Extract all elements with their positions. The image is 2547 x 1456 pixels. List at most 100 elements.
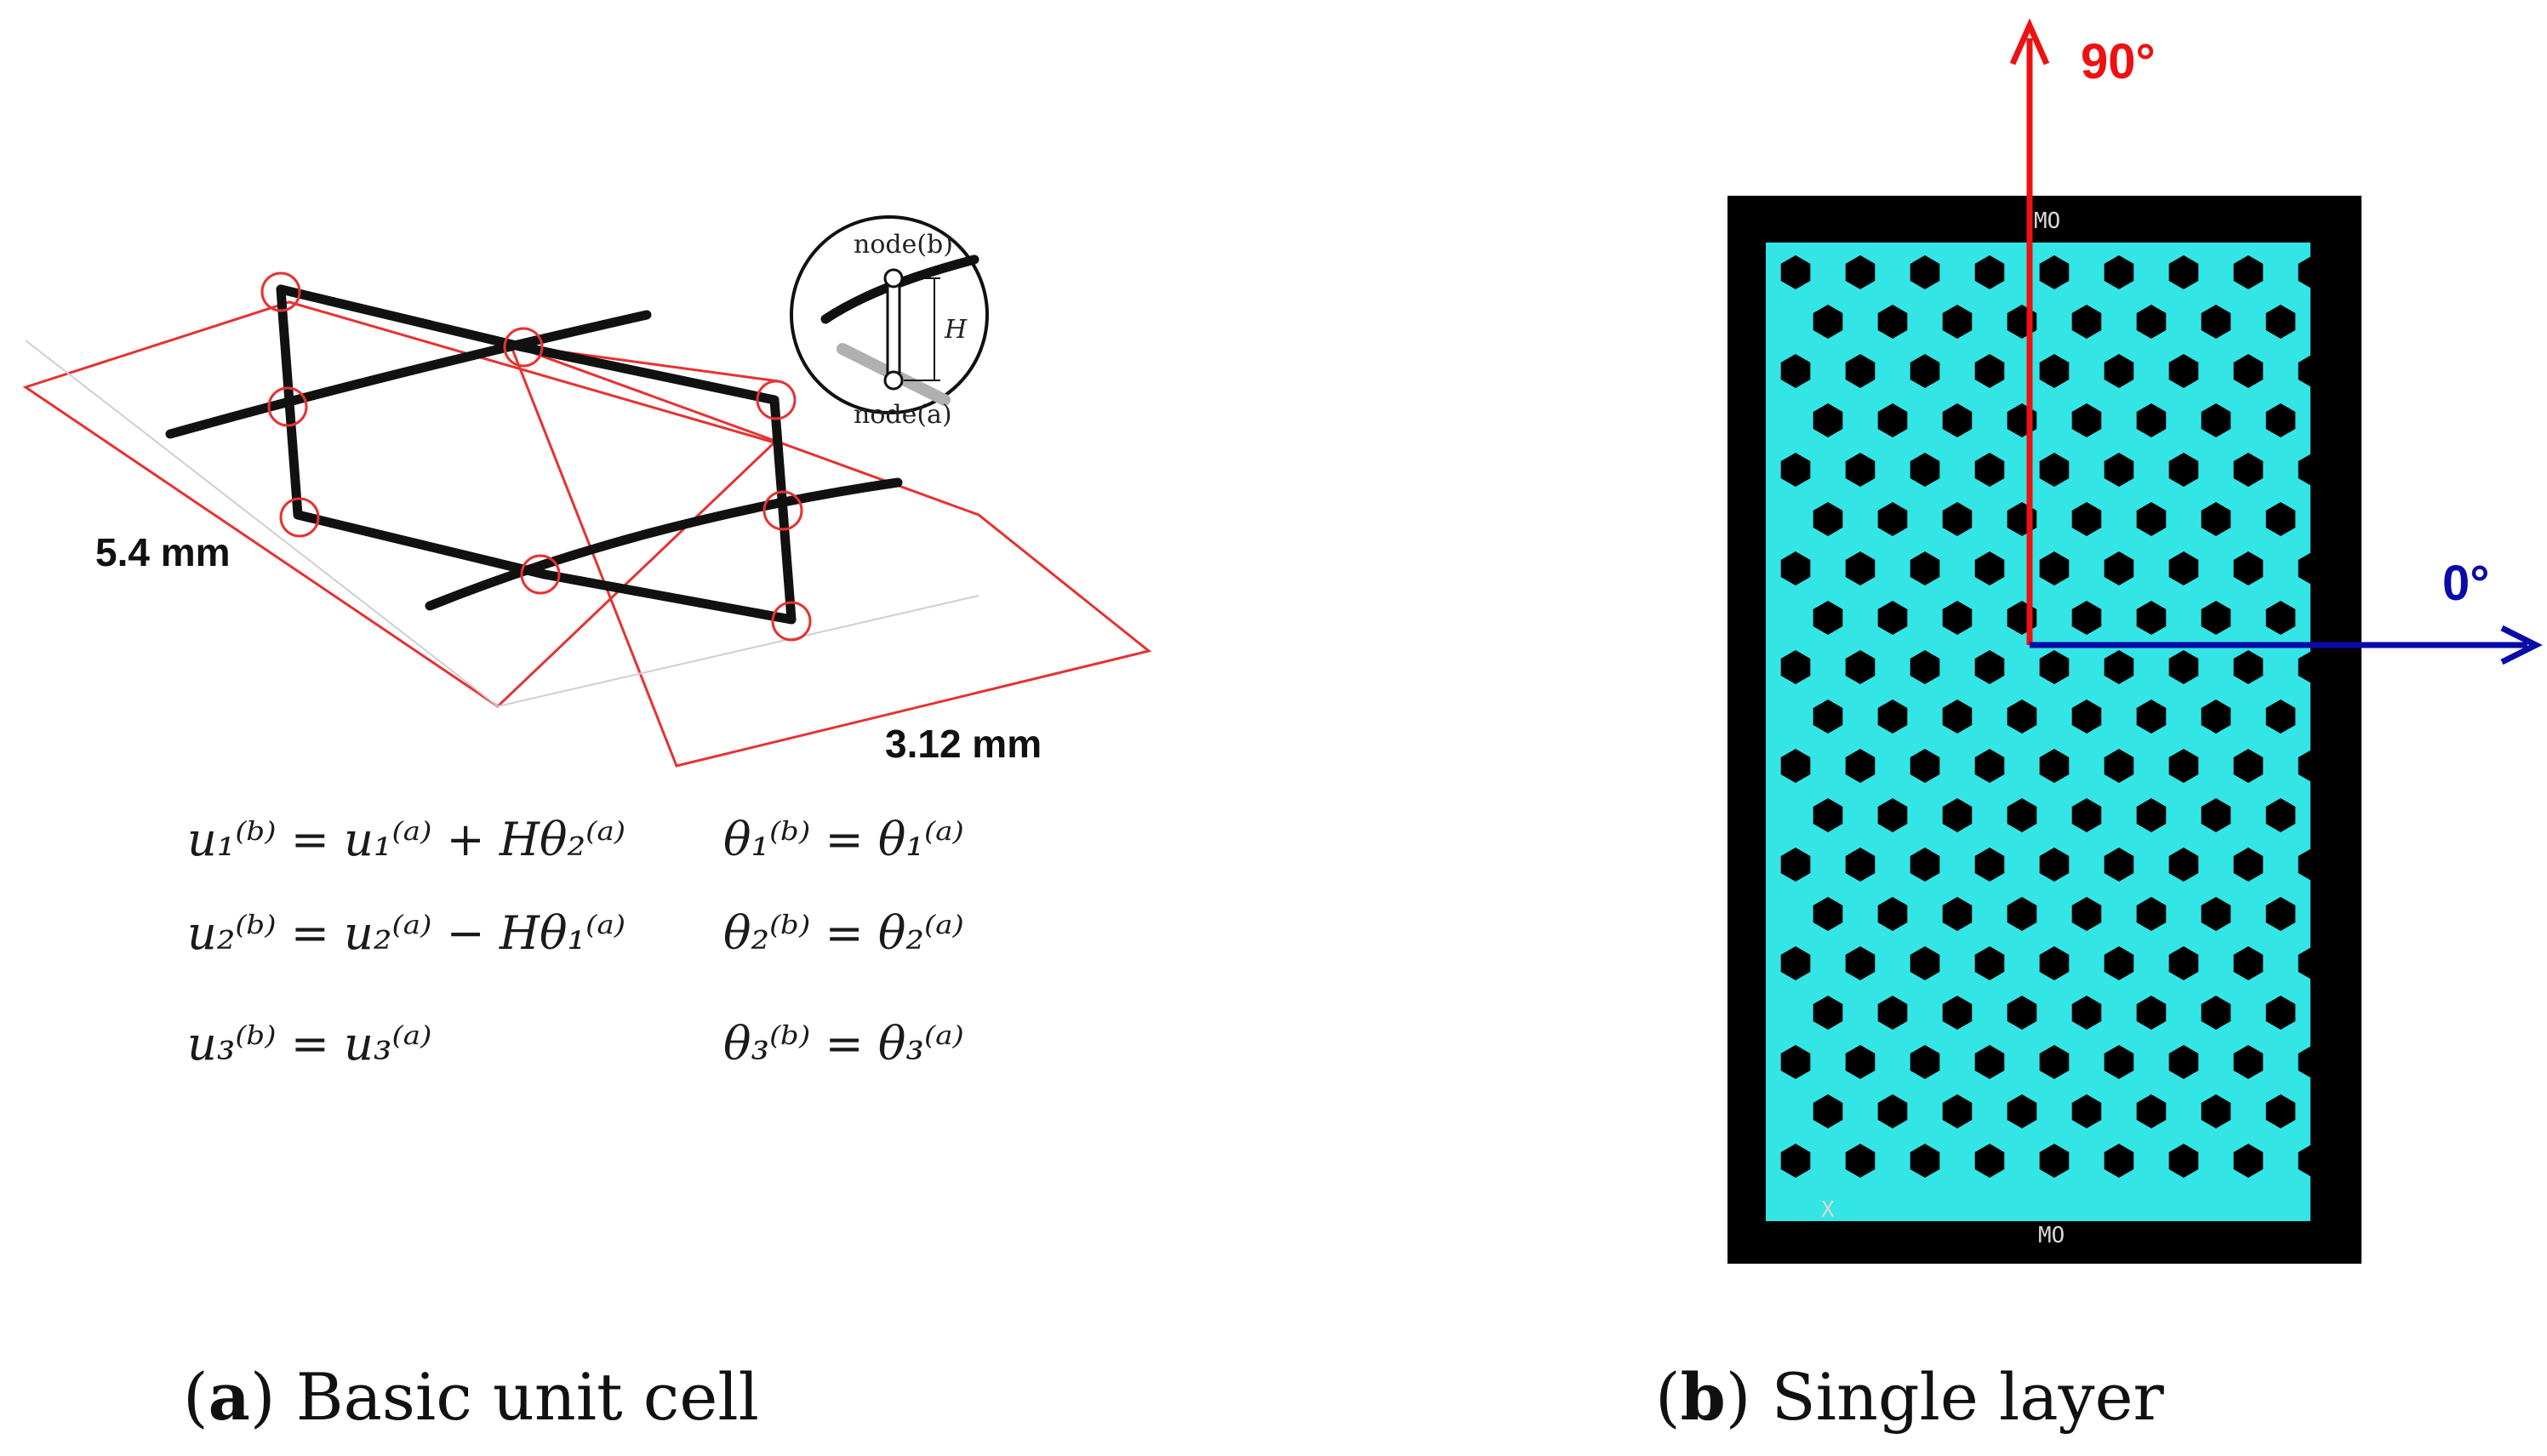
lattice-hole: [2265, 798, 2296, 832]
lattice-hole: [1910, 848, 1940, 882]
lattice-hole: [2265, 996, 2296, 1030]
lattice-hole: [1942, 897, 1973, 931]
node-circle: [762, 490, 803, 531]
constraint-equations: u₁⁽ᵇ⁾ = u₁⁽ᵃ⁾ + Hθ₂⁽ᵃ⁾ θ₁⁽ᵇ⁾ = θ₁⁽ᵃ⁾ u₂⁽…: [187, 813, 964, 1071]
lattice-hole: [2136, 996, 2167, 1030]
lattice-hole: [2007, 897, 2037, 931]
lattice-hole: [1910, 551, 1940, 585]
lattice-hole: [2039, 946, 2070, 980]
node-b-label: node(b): [854, 230, 953, 260]
lattice-hole: [1942, 1094, 1973, 1128]
axis-0-arrow: [2030, 625, 2543, 665]
lattice-hole: [1910, 255, 1940, 289]
mo-top-label: MO: [2034, 208, 2060, 234]
lattice-hole: [2104, 453, 2134, 487]
lattice-hole: [1845, 946, 1876, 980]
lattice-hole: [2298, 551, 2328, 585]
lattice-hole: [1974, 946, 2005, 980]
axis-rails: [25, 340, 979, 707]
lattice-hole: [1845, 1045, 1876, 1079]
lattice-hole: [1780, 946, 1811, 980]
lattice-hole: [1974, 551, 2005, 585]
equation-u3: u₃⁽ᵇ⁾ = u₃⁽ᵃ⁾: [187, 1017, 431, 1071]
lattice-hole: [1845, 354, 1876, 388]
lattice-hole: [2104, 946, 2134, 980]
lattice-hole: [1974, 1045, 2005, 1079]
lattice-hole: [2233, 354, 2264, 388]
node-circle: [267, 386, 308, 427]
lattice-hole: [2039, 848, 2070, 882]
lattice-hole: [2039, 354, 2070, 388]
lattice-hole: [1877, 699, 1908, 734]
lattice-hole: [1780, 551, 1811, 585]
mo-bottom-label: MO: [2038, 1223, 2064, 1248]
left-plane: [22, 300, 777, 708]
lattice-hole: [1845, 650, 1876, 684]
caption-a-text: Basic unit cell: [296, 1359, 759, 1435]
caption-b-text: Single layer: [1772, 1359, 2165, 1435]
lattice-hole: [2201, 1094, 2231, 1128]
lattice-hole: [2298, 848, 2328, 882]
lattice-hole: [2168, 946, 2199, 980]
node-b-marker: [883, 268, 904, 288]
lattice-hole: [2233, 453, 2264, 487]
lattice-hole: [2233, 848, 2264, 882]
lattice-hole: [1780, 650, 1811, 684]
lattice-hole: [2071, 305, 2102, 339]
lattice-hole: [2104, 1144, 2134, 1178]
lattice-hole: [2298, 1144, 2328, 1178]
caption-b-letter: b: [1681, 1359, 1726, 1435]
lattice-hole: [2104, 848, 2134, 882]
lattice-hole: [2233, 749, 2264, 783]
lattice-hole: [1780, 848, 1811, 882]
equation-u1: u₁⁽ᵇ⁾ = u₁⁽ᵃ⁾ + Hθ₂⁽ᵃ⁾: [187, 813, 625, 866]
lattice-hole: [1780, 255, 1811, 289]
lattice-hole: [2168, 650, 2199, 684]
lattice-hole: [1910, 453, 1940, 487]
caption-b: (b) Single layer: [1655, 1359, 2165, 1435]
lattice-hole: [2071, 798, 2102, 832]
lattice-hole: [1813, 403, 1843, 437]
lattice-hole: [2104, 1045, 2134, 1079]
lattice-hole: [2168, 255, 2199, 289]
right-plane: [508, 342, 1152, 768]
node-markers: [260, 271, 812, 642]
lattice-hole: [2007, 798, 2037, 832]
lattice-hole: [2265, 305, 2296, 339]
lattice-hole: [2039, 749, 2070, 783]
lattice-hole: [2298, 650, 2328, 684]
lattice-hole: [2298, 354, 2328, 388]
lattice-hole: [2136, 601, 2167, 635]
lattice-hole: [2007, 699, 2037, 734]
lattice-hole: [2233, 946, 2264, 980]
lattice-hole: [2201, 798, 2231, 832]
lattice-hole: [2136, 403, 2167, 437]
lattice-hole: [1813, 798, 1843, 832]
lattice-hole: [1877, 403, 1908, 437]
lattice-hole: [2007, 1094, 2037, 1128]
node-circle: [756, 380, 797, 420]
axis-triad-label: X: [1821, 1197, 1835, 1223]
lattice-hole: [2071, 699, 2102, 734]
lattice-hole: [1974, 749, 2005, 783]
lattice-hole: [2168, 848, 2199, 882]
lattice-hole: [1877, 601, 1908, 635]
node-circle: [279, 497, 320, 538]
lattice-hole: [2104, 354, 2134, 388]
lattice-hole: [2265, 1094, 2296, 1128]
lattice-hole: [1942, 699, 1973, 734]
node-circle: [503, 327, 544, 368]
lattice-hole: [2233, 1144, 2264, 1178]
lattice-hole: [1910, 354, 1940, 388]
lattice-hole: [1974, 354, 2005, 388]
lattice-hole: [1813, 699, 1843, 734]
lattice-hole: [2168, 1045, 2199, 1079]
lattice-hole: [2265, 897, 2296, 931]
lattice-hole: [2104, 650, 2134, 684]
lattice-hole: [2168, 453, 2199, 487]
lattice-hole: [1845, 848, 1876, 882]
lattice-hole: [1813, 601, 1843, 635]
node-a-label: node(a): [854, 400, 952, 430]
lattice-hole: [2233, 1045, 2264, 1079]
lattice-hole: [2071, 996, 2102, 1030]
